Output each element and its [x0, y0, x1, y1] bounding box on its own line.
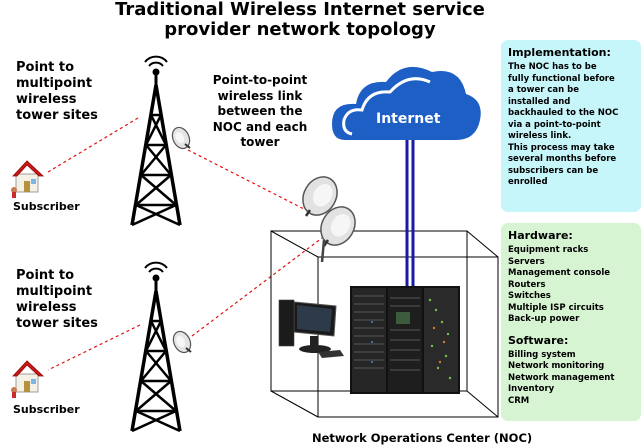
hardware-item: Multiple ISP circuits	[508, 302, 604, 313]
hardware-item: Equipment racks	[508, 245, 589, 255]
hardware-heading: Hardware:	[508, 229, 573, 242]
internet-cloud-icon	[332, 66, 481, 140]
p2p-links	[187, 149, 323, 337]
hardware-item: Back-up power	[508, 314, 580, 324]
software-item: CRM	[508, 395, 530, 406]
hardware-item: Management console	[508, 268, 611, 278]
hardware-item: Switches	[508, 291, 551, 301]
tower-dish-bottom-icon	[169, 327, 195, 357]
server-racks-icon	[350, 286, 460, 394]
subscriber-house-bottom-icon	[10, 360, 44, 399]
implementation-heading: Implementation:	[508, 46, 611, 59]
subscriber-links	[47, 117, 141, 371]
tower-sites-label-bottom: Point to multipoint wireless tower sites	[16, 268, 98, 331]
diagram-title: Traditional Wireless Internet service pr…	[115, 0, 485, 40]
hardware-item: Servers	[508, 256, 545, 267]
software-item: Billing system	[508, 349, 576, 360]
implementation-box: Implementation: The NOC has to be fully …	[501, 40, 641, 212]
subscriber-house-top-icon	[10, 160, 44, 199]
p2p-link-label: Point-to-point wireless link between the…	[212, 73, 308, 149]
tower-top-icon	[130, 54, 182, 227]
tower-dish-top-icon	[168, 123, 194, 153]
hardware-item: Routers	[508, 279, 546, 290]
software-item: Network monitoring	[508, 361, 605, 371]
internet-label: Internet	[376, 111, 441, 127]
subscriber-label-top: Subscriber	[13, 200, 80, 213]
noc-label: Network Operations Center (NOC)	[312, 431, 533, 445]
subscriber-label-bottom: Subscriber	[13, 403, 80, 416]
implementation-text: The NOC has to be fully functional befor…	[508, 62, 619, 187]
software-item: Inventory	[508, 384, 555, 394]
software-item: Network management	[508, 372, 615, 383]
tower-sites-label-top: Point to multipoint wireless tower sites	[16, 60, 98, 123]
software-heading: Software:	[508, 333, 569, 347]
internet-backhaul-lines	[405, 140, 415, 292]
management-console-icon	[278, 299, 344, 358]
tower-bottom-icon	[130, 260, 182, 433]
hardware-software-box: Hardware: Equipment racks Servers Manage…	[501, 223, 641, 421]
